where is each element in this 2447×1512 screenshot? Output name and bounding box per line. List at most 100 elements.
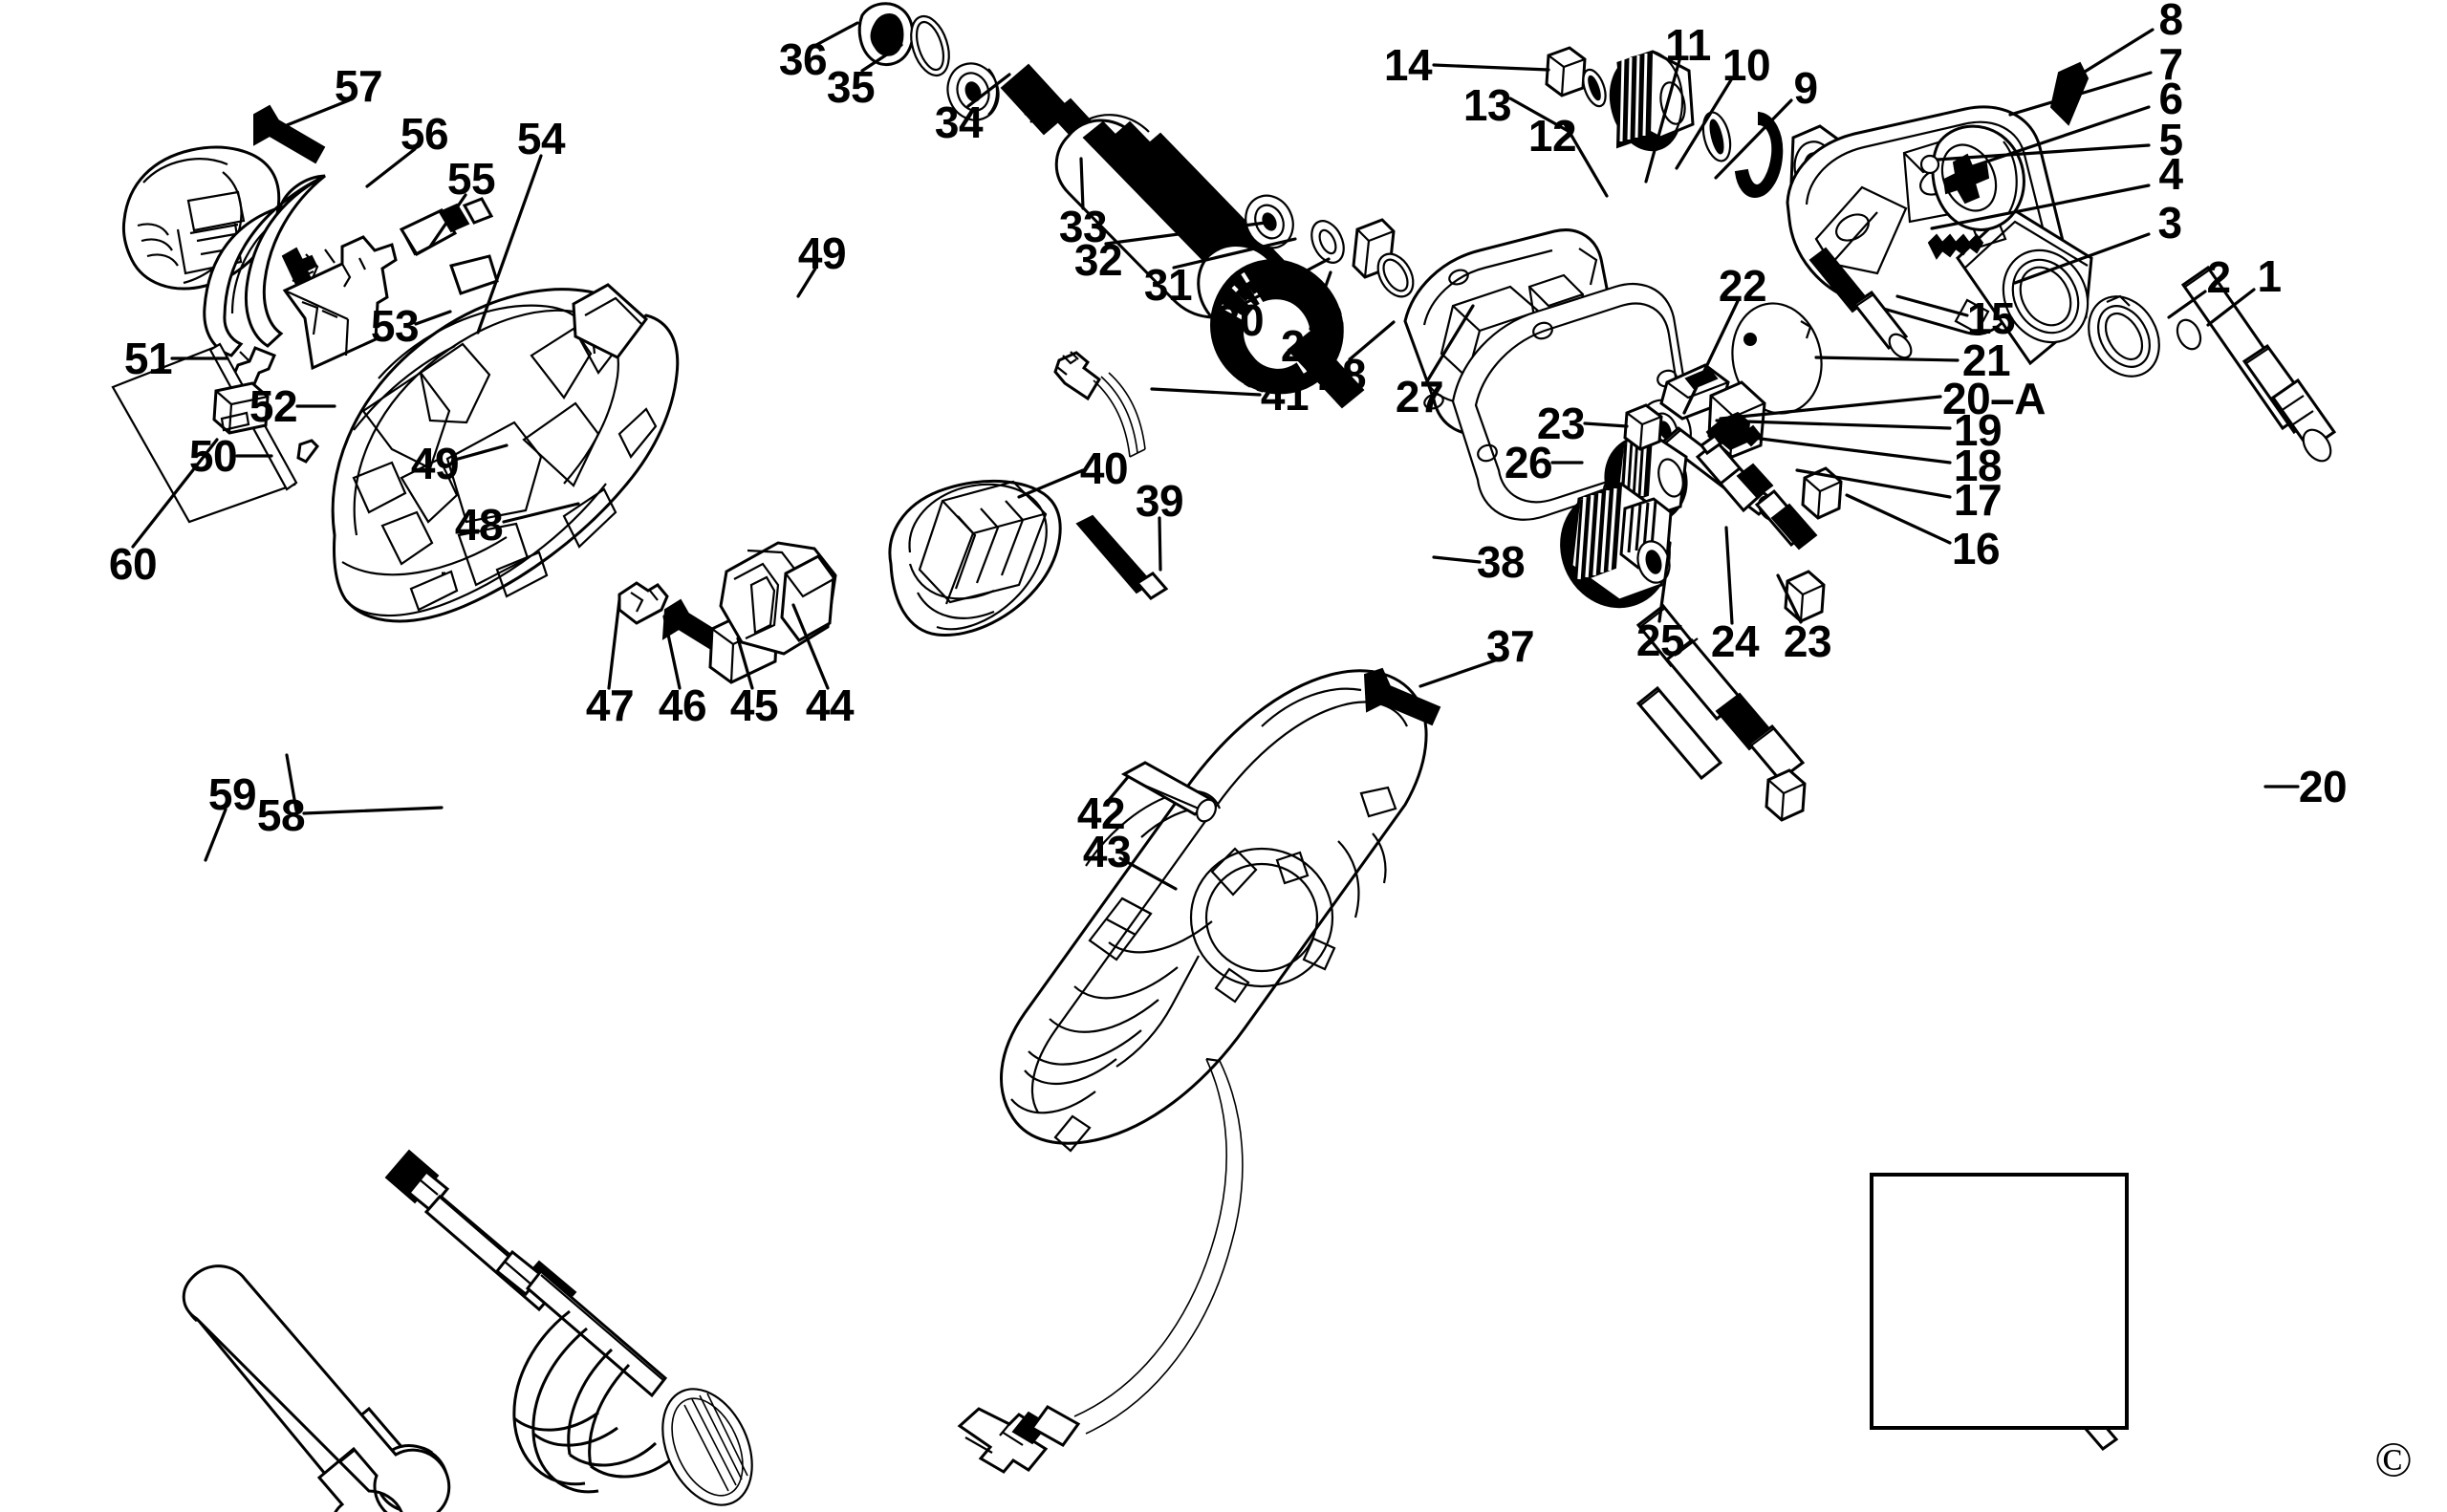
part-40-field-stator [888,479,1062,637]
part-56-end-cap [121,145,281,291]
leader-line-25 [1657,541,1672,623]
leader-line-21 [1814,356,1960,362]
callout-6: 6 [2158,74,2183,123]
leader-line-53 [414,310,452,326]
callout-7: 7 [2158,39,2183,89]
part-29-o-ring [1376,252,1415,298]
leader-line-14 [1432,63,1550,72]
leader-line-47 [607,598,621,690]
callout-44: 44 [805,680,855,730]
leader-line-23a [1583,421,1629,428]
leader-line-39 [1158,516,1162,572]
callout-57: 57 [334,61,383,111]
callout-41: 41 [1260,370,1310,420]
part-20A-shift-fork [1659,363,1783,522]
callout-33: 33 [1058,202,1108,251]
callout-40: 40 [1079,443,1129,493]
part-11-washer [1701,111,1732,162]
callout-3: 3 [2157,198,2182,248]
callout-59: 59 [207,769,257,819]
callout-23a: 23 [1536,399,1586,448]
callout-26: 26 [1504,438,1553,487]
part-42-pin [1120,761,1217,823]
callout-5: 5 [2158,115,2183,164]
callout-54: 54 [516,114,566,163]
callout-9: 9 [1793,63,1818,113]
part-10-retaining-ring [1734,111,1784,199]
callout-15: 15 [1966,293,2016,343]
leader-line-16 [1845,493,1952,545]
callout-34: 34 [934,97,984,147]
callout-60: 60 [108,539,158,589]
callout-19: 19 [1953,405,2003,455]
leader-line-44 [791,603,830,690]
callout-31: 31 [1143,260,1193,310]
callout-36: 36 [778,34,828,84]
callout-32: 32 [1073,235,1123,285]
callout-14: 14 [1383,40,1433,90]
leader-line-24 [1724,526,1734,625]
part-18-gear-shaft [1695,433,1818,551]
part-38-motor-housing-half [1000,669,1428,1153]
part-5-ball [1919,154,1940,175]
part-58-mixer-paddle [494,1249,753,1506]
callout-18: 18 [1953,441,2003,490]
callout-52: 52 [249,381,298,431]
callout-56: 56 [400,109,449,159]
part-23a-bush [1623,403,1663,451]
part-4-gear-case [1786,105,2093,366]
leader-line-19 [1715,419,1952,430]
callout-38: 38 [1476,537,1526,587]
part-23b-bush [1765,768,1807,822]
callout-10: 10 [1722,40,1771,90]
part-39-screw [1075,514,1169,600]
leader-line-38 [1432,555,1482,564]
part-9-bearing [1789,124,1843,201]
leader-line-23b [1776,573,1803,624]
part-13-washer-small [1582,68,1607,108]
callout-39: 39 [1135,476,1184,526]
part-7-fan-baffle [1931,124,2025,231]
callout-1: 1 [2257,251,2282,301]
part-50-capacitor-small [296,439,319,464]
leader-line-10 [1675,76,1734,170]
part-44-brush-holder [442,541,837,656]
part-26-double-gear [1560,482,1673,609]
callout-2: 2 [2206,252,2231,302]
leader-line-2 [2167,290,2207,319]
callout-49a: 49 [797,228,847,278]
callout-20A: 20–A [1942,374,2046,423]
callout-58: 58 [256,790,306,840]
leader-line-22 [1682,299,1740,415]
part-14-sleeve-bush [1545,46,1587,97]
part-25-key [1635,685,1723,781]
part-49a-label [399,197,499,295]
part-55-handle-cover [203,174,326,357]
leader-line-27 [1425,304,1475,383]
callout-43: 43 [1082,827,1132,876]
part-21-cover-plate [1731,302,1823,415]
part-8-screw-pin [2049,61,2090,126]
callout-50: 50 [188,431,238,481]
callout-35: 35 [826,62,876,112]
callout-42: 42 [1076,788,1126,838]
part-54-screw [281,247,318,291]
part-6-spring [1927,233,1984,260]
part-58-mixer-shaft-upper [384,1149,577,1312]
part-22-roller [1638,399,1692,462]
copyright-icon: © [2374,1433,2413,1488]
callout-16: 16 [1951,524,2001,573]
callout-4: 4 [2158,149,2183,199]
leader-line-20A [1719,395,1942,421]
leader-line-17 [1795,468,1952,499]
leader-line-18 [1751,436,1952,464]
leader-line-9 [1714,98,1793,180]
callout-28: 28 [1317,350,1367,400]
leader-line-5 [1936,143,2151,162]
leader-line-11 [1644,58,1681,184]
part-47-terminal [617,581,669,625]
part-46-screw [661,598,730,656]
callout-24: 24 [1710,616,1760,666]
part-57-screw [253,104,326,164]
